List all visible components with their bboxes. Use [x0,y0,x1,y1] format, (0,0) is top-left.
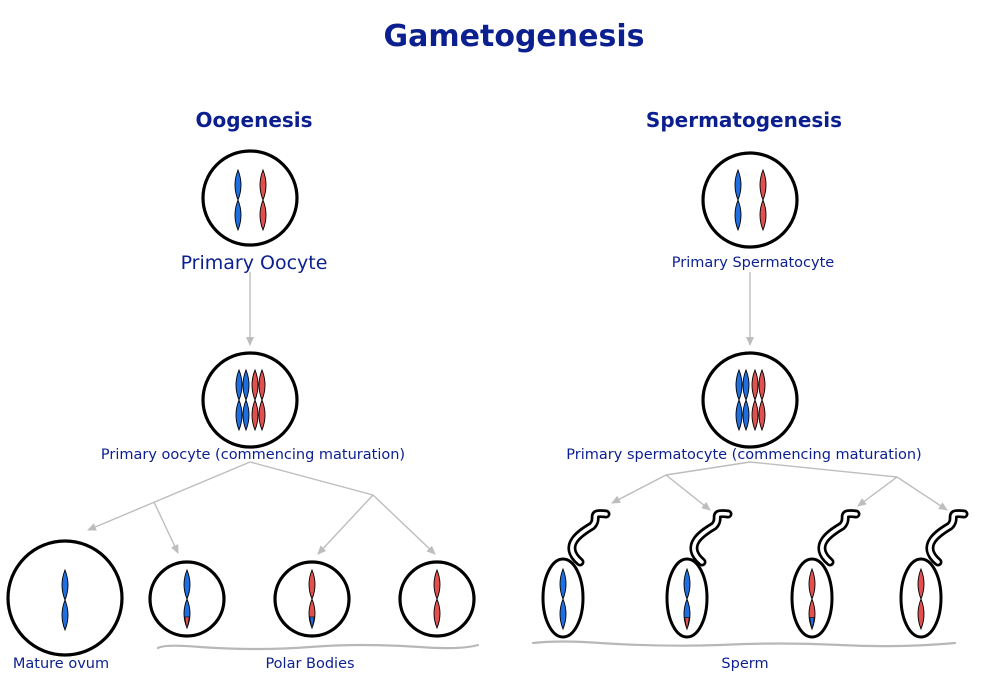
primary-oocyte-cell [201,149,299,247]
spermatogenesis-heading: Spermatogenesis [646,108,842,132]
chromosome-maternal [734,168,742,232]
polar-body-cell [148,560,226,638]
primary-spermatocyte-cell [701,151,799,249]
sperm-cell [541,509,611,639]
sperm-cell [899,509,969,639]
maturation-oocyte-label: Primary oocyte (commencing maturation) [101,447,405,463]
chromosome-paternal [917,567,925,631]
oogenesis-heading: Oogenesis [195,108,312,132]
oogenesis-panel: Oogenesis Primary Oocyte Primary oocyte … [6,108,480,672]
chromosome-paternal [751,368,759,432]
oogenesis-branch-arrows [87,461,436,555]
sperm-cell [665,509,733,639]
chromosome-recombinant [308,568,316,630]
polar-body-cell [273,560,351,638]
maturation-spermatocyte-label: Primary spermatocyte (commencing maturat… [566,447,921,463]
chromosome-maternal [235,368,243,432]
mature-ovum-label: Mature ovum [13,656,109,672]
polar-bodies-label: Polar Bodies [265,656,354,672]
primary-oocyte-label: Primary Oocyte [181,252,328,274]
maturing-oocyte-cell [201,351,299,449]
chromosome-recombinant [683,567,691,631]
chromosome-paternal [258,368,266,432]
spermatogenesis-panel: Spermatogenesis Primary Spermatocyte Pri… [531,108,969,672]
chromosome-paternal [433,568,441,630]
chromosome-maternal [742,368,750,432]
chromosome-paternal [259,168,267,232]
page-title: Gametogenesis [384,19,645,54]
chromosome-paternal [758,368,766,432]
primary-spermatocyte-label: Primary Spermatocyte [672,255,834,271]
polar-bodies-brace [156,643,480,651]
chromosome-maternal [234,168,242,232]
maturing-spermatocyte-cell [701,351,799,449]
spermatogenesis-branch-arrows [611,461,948,511]
chromosome-paternal [759,168,767,232]
chromosome-paternal [251,368,259,432]
chromosome-recombinant [808,567,816,631]
sperm-brace [531,640,957,648]
chromosome-recombinant [183,568,191,630]
mature-ovum-cell [6,539,124,657]
chromosome-maternal [559,567,567,631]
chromosome-maternal [61,568,69,632]
sperm-cell [790,509,861,639]
polar-body-cell [398,560,476,638]
sperm-label: Sperm [721,656,768,672]
chromosome-maternal [242,368,250,432]
chromosome-maternal [735,368,743,432]
